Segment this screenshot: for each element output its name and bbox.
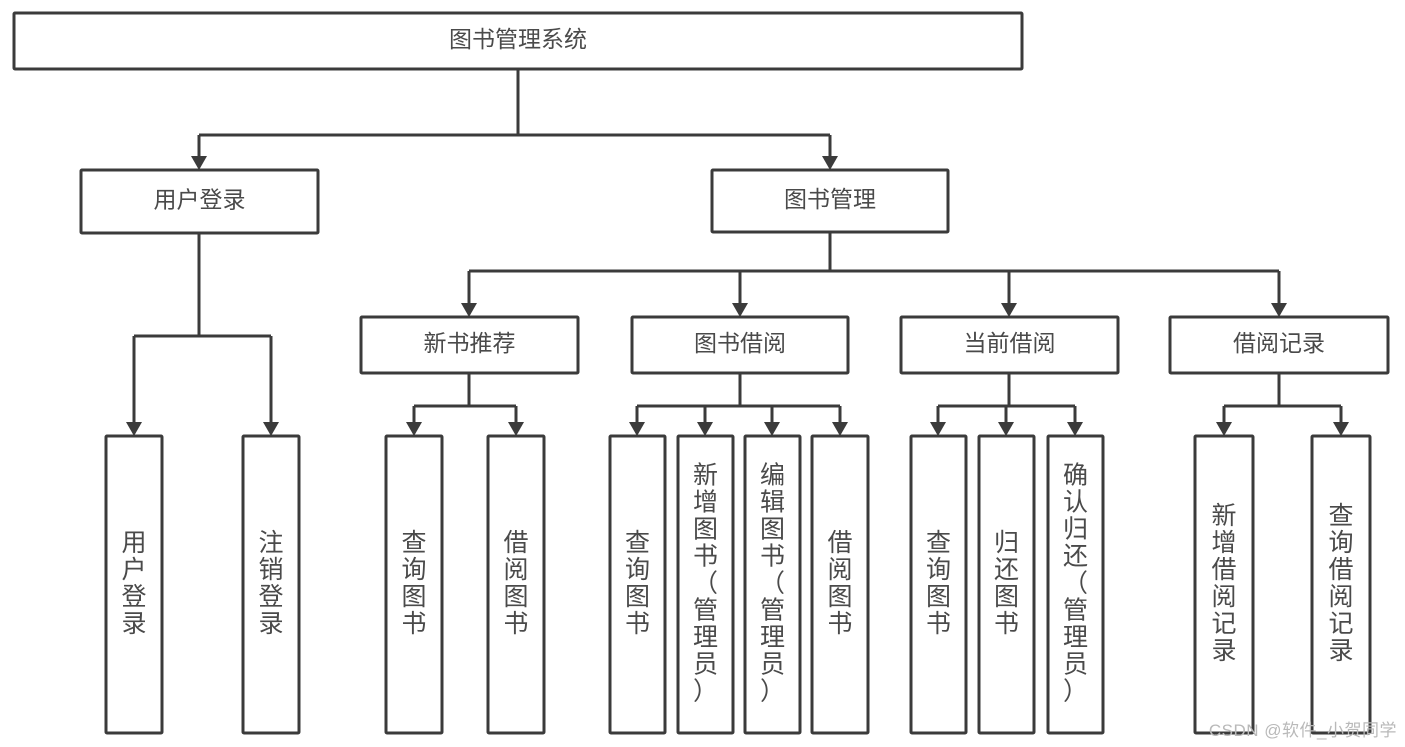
- books-bus-branch-2-arrowhead: [1001, 303, 1017, 317]
- node-leaf-3-label: 借阅图书: [503, 529, 528, 638]
- node-root-box[interactable]: [12, 11, 1024, 71]
- node-level2-1-box[interactable]: [710, 168, 950, 234]
- new-book-bus-branch-0-arrowhead: [406, 422, 422, 436]
- node-leaf-9-box[interactable]: [977, 434, 1036, 735]
- node-leaf-8-box[interactable]: [909, 434, 968, 735]
- node-level3-1[interactable]: 图书借阅: [630, 315, 850, 375]
- node-leaf-4-box[interactable]: [608, 434, 667, 735]
- node-leaf-6[interactable]: 编辑图书（管理员）: [743, 434, 802, 735]
- login-bus-branch-1-arrowhead: [263, 422, 279, 436]
- node-root-label: 图书管理系统: [449, 26, 587, 52]
- node-root[interactable]: 图书管理系统: [12, 11, 1024, 71]
- node-leaf-11-box[interactable]: [1193, 434, 1255, 735]
- node-level3-1-label: 图书借阅: [694, 330, 786, 356]
- node-leaf-6-label: 编辑图书（管理员）: [760, 461, 785, 705]
- node-level2-0-box[interactable]: [79, 168, 320, 235]
- node-leaf-2-label: 查询图书: [401, 529, 426, 638]
- node-leaf-5-box[interactable]: [676, 434, 735, 735]
- record-bus-branch-0-arrowhead: [1216, 422, 1232, 436]
- node-leaf-11[interactable]: 新增借阅记录: [1193, 434, 1255, 735]
- node-leaf-2[interactable]: 查询图书: [384, 434, 444, 735]
- node-leaf-1-label: 注销登录: [258, 529, 283, 638]
- books-bus-branch-0-arrowhead: [461, 303, 477, 317]
- node-level3-1-box[interactable]: [630, 315, 850, 375]
- books-bus-branch-3-arrowhead: [1271, 303, 1287, 317]
- node-leaf-10[interactable]: 确认归还（管理员）: [1046, 434, 1105, 735]
- node-leaf-4-label: 查询图书: [625, 529, 650, 638]
- watermark-text: CSDN @软件_小贺同学: [1208, 721, 1397, 740]
- node-leaf-2-box[interactable]: [384, 434, 444, 735]
- node-level2-0[interactable]: 用户登录: [79, 168, 320, 235]
- node-leaf-7-box[interactable]: [810, 434, 870, 735]
- node-leaf-9[interactable]: 归还图书: [977, 434, 1036, 735]
- node-leaf-6-box[interactable]: [743, 434, 802, 735]
- root-bus-branch-0-arrowhead: [191, 156, 207, 170]
- node-level3-0-label: 新书推荐: [424, 330, 516, 356]
- node-level2-0-label: 用户登录: [154, 187, 246, 213]
- node-level2-1[interactable]: 图书管理: [710, 168, 950, 234]
- borrow-bus-branch-2-arrowhead: [764, 422, 780, 436]
- current-bus-branch-2-arrowhead: [1067, 422, 1083, 436]
- login-bus-branch-0-arrowhead: [126, 422, 142, 436]
- borrow-bus-branch-0-arrowhead: [629, 422, 645, 436]
- current-bus-branch-1-arrowhead: [998, 422, 1014, 436]
- node-level3-3-box[interactable]: [1168, 315, 1390, 375]
- node-leaf-1[interactable]: 注销登录: [241, 434, 301, 735]
- node-leaf-0-box[interactable]: [104, 434, 164, 735]
- node-leaf-3[interactable]: 借阅图书: [486, 434, 546, 735]
- node-leaf-11-label: 新增借阅记录: [1211, 502, 1236, 665]
- node-level3-3[interactable]: 借阅记录: [1168, 315, 1390, 375]
- node-level3-0-box[interactable]: [359, 315, 580, 375]
- node-leaf-1-box[interactable]: [241, 434, 301, 735]
- node-leaf-12-label: 查询借阅记录: [1328, 502, 1353, 665]
- node-leaf-12-box[interactable]: [1310, 434, 1372, 735]
- borrow-bus-branch-3-arrowhead: [832, 422, 848, 436]
- node-leaf-7-label: 借阅图书: [827, 529, 852, 638]
- borrow-bus-branch-1-arrowhead: [697, 422, 713, 436]
- node-leaf-4[interactable]: 查询图书: [608, 434, 667, 735]
- node-leaf-8[interactable]: 查询图书: [909, 434, 968, 735]
- node-leaf-9-label: 归还图书: [994, 529, 1019, 638]
- nodes-layer: 图书管理系统用户登录图书管理新书推荐图书借阅当前借阅借阅记录用户登录注销登录查询…: [12, 11, 1390, 735]
- node-level2-1-label: 图书管理: [784, 186, 876, 212]
- node-leaf-8-label: 查询图书: [926, 529, 951, 638]
- node-leaf-7[interactable]: 借阅图书: [810, 434, 870, 735]
- current-bus-branch-0-arrowhead: [930, 422, 946, 436]
- node-leaf-3-box[interactable]: [486, 434, 546, 735]
- node-leaf-10-label: 确认归还（管理员）: [1063, 461, 1088, 705]
- node-leaf-0-label: 用户登录: [121, 529, 146, 638]
- node-leaf-10-box[interactable]: [1046, 434, 1105, 735]
- node-leaf-5[interactable]: 新增图书（管理员）: [676, 434, 735, 735]
- root-bus-branch-1-arrowhead: [822, 156, 838, 170]
- node-level3-0[interactable]: 新书推荐: [359, 315, 580, 375]
- record-bus-branch-1-arrowhead: [1333, 422, 1349, 436]
- node-leaf-5-label: 新增图书（管理员）: [693, 461, 718, 705]
- connectors-layer: [126, 69, 1349, 436]
- node-level3-2-box[interactable]: [899, 315, 1120, 375]
- node-level3-3-label: 借阅记录: [1233, 330, 1325, 356]
- new-book-bus-branch-1-arrowhead: [508, 422, 524, 436]
- books-bus-branch-1-arrowhead: [732, 303, 748, 317]
- node-leaf-0[interactable]: 用户登录: [104, 434, 164, 735]
- node-leaf-12[interactable]: 查询借阅记录: [1310, 434, 1372, 735]
- node-level3-2-label: 当前借阅: [964, 330, 1056, 356]
- node-level3-2[interactable]: 当前借阅: [899, 315, 1120, 375]
